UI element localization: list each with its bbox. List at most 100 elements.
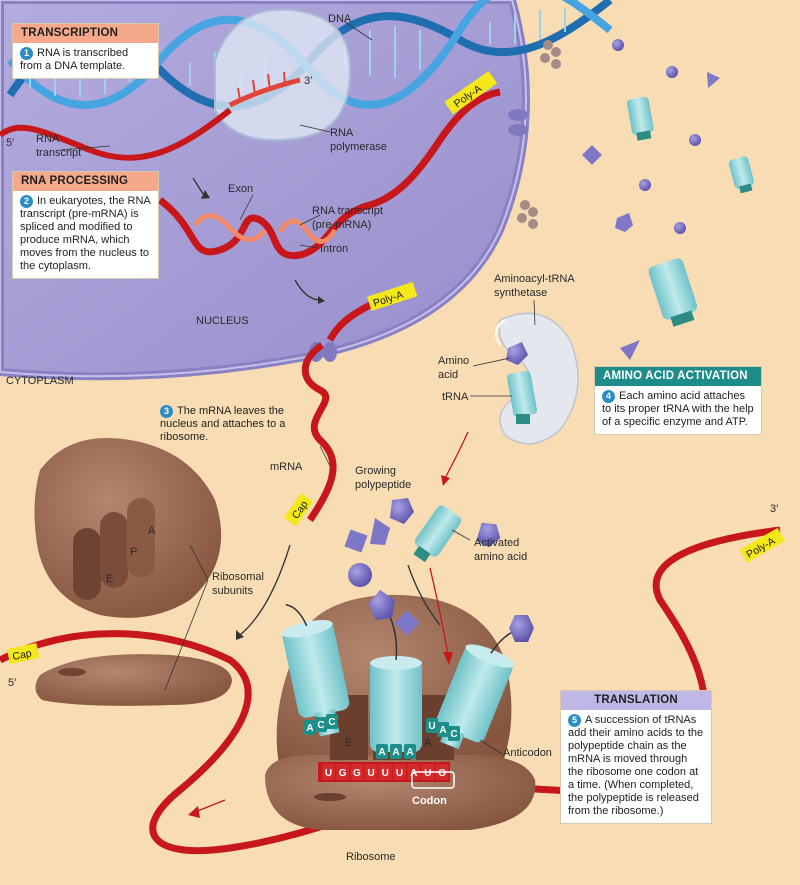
anticodon-left-base-3-letter: C [328, 717, 335, 728]
synthetase-label-line1: Aminoacyl-tRNA [494, 273, 575, 285]
rna-processing-text: In eukaryotes, the RNA transcript (pre-m… [20, 195, 151, 272]
anticodon-left-base-2-letter: C [317, 720, 324, 731]
growing-polypeptide-label-line2: polypeptide [355, 479, 411, 491]
step-number-1: 1 [20, 47, 33, 60]
site-e-label-ribosome: E [345, 737, 352, 749]
amino-acid-pentagon-2 [390, 498, 414, 524]
aminoacyl-trna-synthetase [495, 312, 579, 445]
anticodon-right-base-2-letter: A [439, 725, 446, 736]
trna-label: tRNA [442, 391, 469, 403]
amino-acid-sphere-1 [348, 563, 372, 587]
codon-base-8-letter: U [424, 768, 431, 779]
activated-amino-acid-label-line2: amino acid [474, 551, 527, 563]
amino-acid-label-line1: Amino [438, 355, 469, 367]
codon-label: Codon [412, 795, 447, 807]
codon-base-7-letter: A [410, 768, 417, 779]
transcription-header: TRANSCRIPTION [13, 24, 158, 43]
anticodon-middle-base-1: A [376, 744, 388, 759]
anticodon-middle-base-2-letter: A [392, 747, 399, 758]
rna-transcript-label-line2: transcript [36, 147, 81, 159]
codon-base-4: U [364, 764, 378, 780]
mrna-leaves-text: The mRNA leaves the nucleus and attaches… [160, 405, 286, 443]
activated-amino-acid-trna [413, 505, 501, 563]
site-a-label-subunit: A [148, 525, 156, 537]
step-number-5: 5 [568, 714, 581, 727]
three-prime-bottom-label: 3′ [770, 503, 778, 515]
anticodon-middle-base-2: A [390, 744, 402, 759]
rna-polymerase-label-line2: polymerase [330, 141, 387, 153]
translation-text: A succession of tRNAs add their amino ac… [568, 714, 704, 817]
leader-lines [59, 21, 536, 755]
codon-base-4-letter: U [367, 768, 374, 779]
nuclear-pore-top [508, 109, 528, 136]
free-trna-1 [626, 96, 654, 141]
mrna-strand-exit [301, 342, 337, 522]
anticodon-left-base-3: C [326, 714, 338, 729]
free-trna-2 [728, 156, 755, 194]
site-a-label-ribosome: A [424, 737, 432, 749]
rna-transcript-pre-label-line2: (pre-mRNA) [312, 219, 371, 231]
codon-base-5: U [378, 764, 392, 780]
step-number-2: 2 [20, 195, 33, 208]
amino-acid-pentagon [368, 590, 395, 620]
ribosome-label: Ribosome [346, 851, 396, 863]
codon-base-1: U [322, 764, 335, 780]
nucleus-label: NUCLEUS [196, 315, 249, 327]
codon-base-6: U [393, 764, 406, 780]
anticodon-right-base-1: U [426, 718, 438, 733]
codon-base-6-letter: U [396, 768, 403, 779]
exon-label: Exon [228, 183, 253, 195]
rna-polymerase [214, 8, 352, 142]
intron-label: Intron [320, 243, 348, 255]
transcription-text: RNA is transcribed from a DNA template. [20, 47, 129, 72]
activated-amino-acid-label-line1: Activated [474, 537, 519, 549]
ribosomal-subunits-label-line2: subunits [212, 585, 253, 597]
mrna-label: mRNA [270, 461, 303, 473]
anticodon-left-base-1-letter: A [306, 723, 313, 734]
codon-base-3-letter: G [353, 768, 361, 779]
cap-label-2: Cap [11, 647, 32, 663]
cap-tag-1: Cap [283, 493, 314, 527]
codon-base-5-letter: U [382, 768, 389, 779]
synthetase-label-line2: synthetase [494, 287, 547, 299]
anticodon-right-base-3-letter: C [450, 729, 457, 740]
amino-acid-diamond-1 [394, 610, 420, 636]
ribosomal-large-subunit: E P A [34, 438, 222, 618]
rna-transcript-strand [0, 107, 232, 161]
cytoplasm-cluster-2 [517, 200, 538, 229]
anticodon-middle-base-3: A [404, 744, 416, 759]
ribosomal-subunits-label-line1: Ribosomal [212, 571, 264, 583]
amino-acid-activation-text: Each amino acid attaches to its proper t… [602, 390, 754, 428]
amino-acid-label-line2: acid [438, 369, 458, 381]
codon-base-1-letter: U [325, 768, 332, 779]
codon-base-2-letter: G [339, 768, 347, 779]
rna-polymerase-label-line1: RNA [330, 127, 354, 139]
dna-label: DNA [328, 13, 352, 25]
codon-base-3: G [350, 764, 364, 780]
dna-three-prime-label: 3′ [304, 75, 312, 87]
free-trna-3 [648, 258, 698, 327]
rna-processing-header: RNA PROCESSING [13, 172, 158, 191]
amino-acid-kite [370, 518, 390, 545]
synthetase-amino-acid [506, 342, 528, 365]
anticodon-label: Anticodon [503, 747, 552, 759]
anticodon-left-base-1: A [304, 720, 316, 735]
anticodon-right-base-2: A [437, 722, 449, 737]
codon-base-9-letter: G [438, 768, 446, 779]
site-e-label-subunit: E [106, 573, 113, 585]
anticodon-left-base-2: C [315, 717, 327, 732]
step-number-4: 4 [602, 390, 615, 403]
rna-transcript-pre-label-line1: RNA transcript [312, 205, 383, 217]
cytoplasm-label: CYTOPLASM [6, 375, 74, 387]
flow-arrows [192, 177, 441, 640]
